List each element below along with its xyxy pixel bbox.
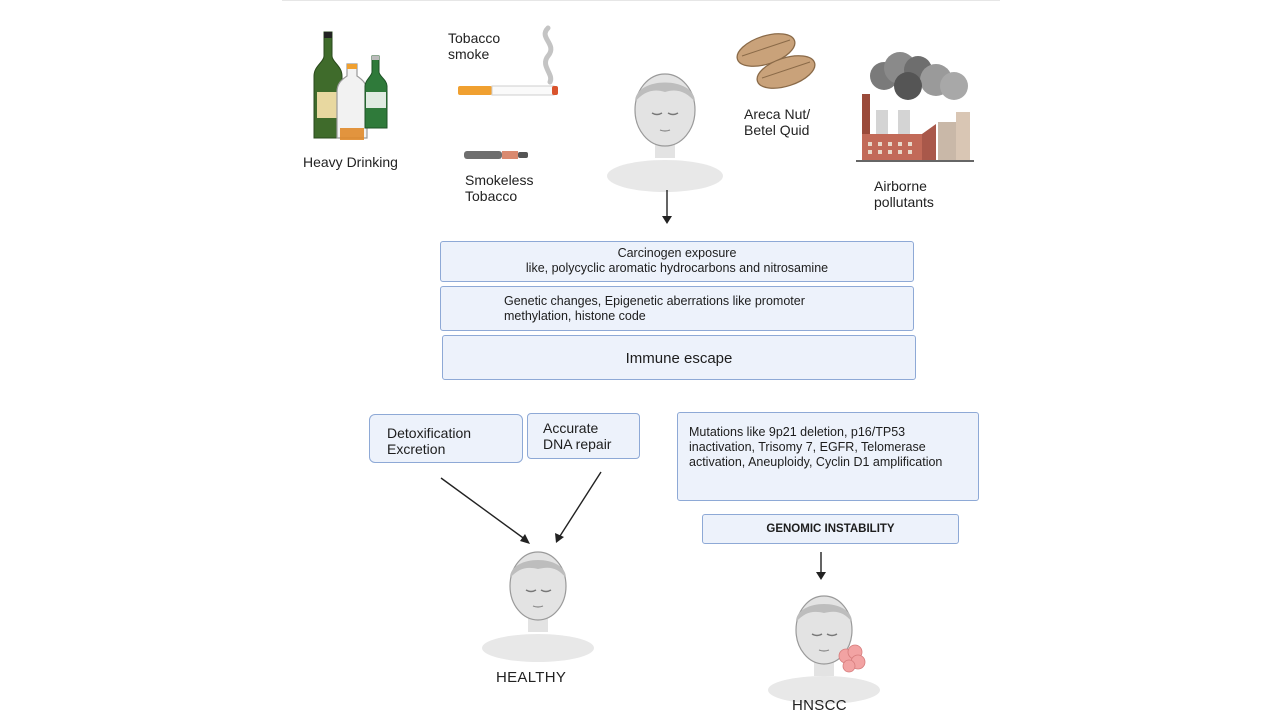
detoxification-box: Detoxification Excretion: [369, 414, 523, 463]
alcohol-bottles-icon: [313, 31, 388, 140]
genetic-changes-box: Genetic changes, Epigenetic aberrations …: [440, 286, 914, 331]
arrow-to-carcinogen: [662, 190, 672, 224]
carcinogen-line1: Carcinogen exposure: [617, 246, 737, 260]
immune-escape-label: Immune escape: [625, 350, 733, 367]
tobacco-smoke-label-line1: Tobacco: [448, 30, 501, 46]
detox-line2: Excretion: [387, 441, 446, 457]
carcinogen-exposure-box: Carcinogen exposure like, polycyclic aro…: [440, 241, 914, 282]
arrows-to-healthy: [440, 471, 602, 544]
tumor-icon: [838, 644, 866, 673]
healthy-person-icon: [482, 551, 594, 662]
arrow-to-hnscc: [816, 552, 826, 580]
dna-repair-line1: Accurate: [543, 420, 599, 436]
person-exposed-icon: [607, 73, 723, 192]
pollutants-label-line2: pollutants: [874, 194, 934, 210]
immune-escape-box: Immune escape: [442, 335, 916, 380]
mutations-line2: inactivation, Trisomy 7, EGFR, Telomeras…: [689, 440, 926, 454]
areca-nut-icon: [736, 33, 816, 89]
pollutants-label-line1: Airborne: [874, 178, 927, 194]
heavy-drinking-label: Heavy Drinking: [303, 154, 398, 170]
factory-pollution-icon: [856, 52, 974, 162]
hnscc-label: HNSCC: [792, 697, 847, 714]
top-divider: [282, 0, 1000, 1]
mutations-line1: Mutations like 9p21 deletion, p16/TP53: [689, 425, 906, 439]
genomic-instability-box: GENOMIC INSTABILITY: [702, 514, 959, 544]
dna-repair-line2: DNA repair: [543, 436, 612, 452]
dna-repair-box: Accurate DNA repair: [527, 413, 640, 459]
genetic-line1: Genetic changes, Epigenetic aberrations …: [504, 294, 805, 308]
genomic-instability-label: GENOMIC INSTABILITY: [766, 523, 895, 535]
smokeless-label-line1: Smokeless: [465, 172, 534, 188]
healthy-label: HEALTHY: [496, 669, 567, 686]
detox-line1: Detoxification: [387, 425, 472, 441]
mutations-line3: activation, Aneuploidy, Cyclin D1 amplif…: [689, 455, 943, 469]
smokeless-label-line2: Tobacco: [465, 188, 518, 204]
tobacco-smoke-label-line2: smoke: [448, 46, 490, 62]
areca-label-line2: Betel Quid: [744, 122, 810, 138]
cigarette-icon: [458, 25, 558, 96]
carcinogen-line2: like, polycyclic aromatic hydrocarbons a…: [525, 261, 829, 275]
hnscc-person-icon: [768, 595, 880, 704]
areca-label-line1: Areca Nut/: [744, 106, 811, 122]
genetic-line2: methylation, histone code: [504, 309, 646, 323]
mutations-box: Mutations like 9p21 deletion, p16/TP53 i…: [677, 412, 979, 501]
smokeless-tobacco-icon: [464, 151, 528, 159]
